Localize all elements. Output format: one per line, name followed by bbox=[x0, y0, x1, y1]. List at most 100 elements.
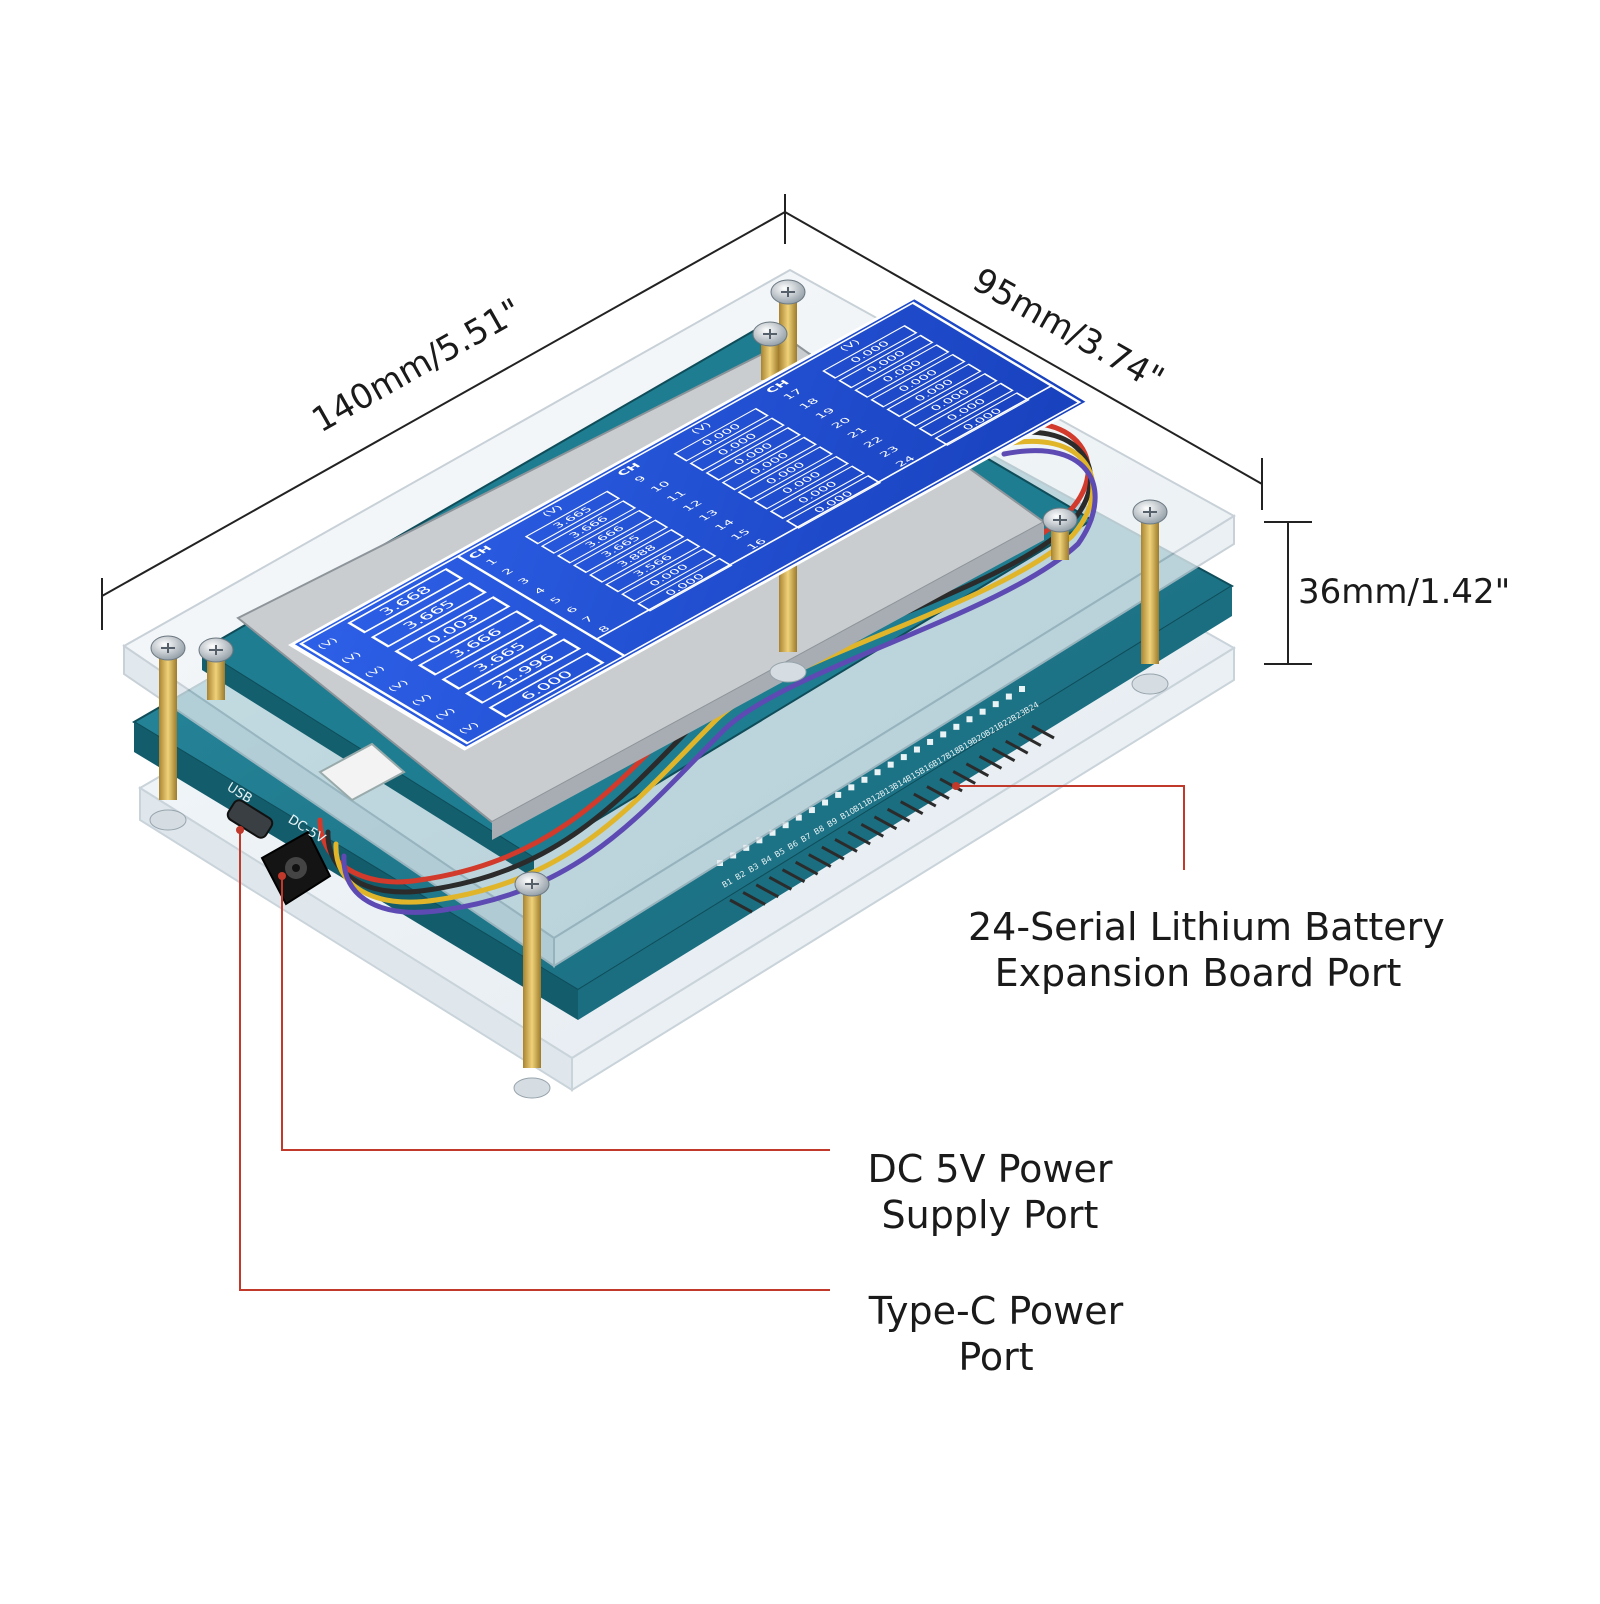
typec-port-label-line2: Port bbox=[958, 1335, 1034, 1379]
header-pad bbox=[822, 799, 829, 806]
typec-port-callout-dot bbox=[236, 826, 244, 834]
foot-washer bbox=[149, 809, 187, 831]
channel-number: 4 bbox=[531, 585, 549, 596]
header-pin bbox=[768, 875, 793, 891]
height-dimension-label: 36mm/1.42" bbox=[1298, 572, 1511, 612]
dc-port-callout-dot bbox=[278, 872, 286, 880]
expansion-port-callout-line bbox=[956, 785, 1185, 870]
summary-unit: (V) bbox=[456, 721, 482, 736]
channel-number: 14 bbox=[711, 517, 738, 533]
dc-port-label: DC 5V Power Supply Port bbox=[840, 1146, 1140, 1238]
standoff bbox=[149, 635, 187, 831]
channel-number: 18 bbox=[796, 396, 822, 411]
header-pin bbox=[860, 823, 885, 838]
channel-number: 9 bbox=[631, 474, 650, 485]
header-pad bbox=[743, 844, 750, 851]
header-pin bbox=[926, 785, 950, 800]
channel-number: 3 bbox=[514, 576, 533, 587]
header-pin bbox=[821, 845, 845, 861]
foot-washer bbox=[1131, 673, 1169, 695]
header-pad bbox=[874, 769, 881, 776]
foot-washer bbox=[769, 661, 807, 683]
standoff bbox=[752, 321, 788, 380]
standoff bbox=[1042, 507, 1078, 560]
summary-unit: (V) bbox=[315, 636, 341, 652]
header-pad bbox=[953, 723, 960, 730]
channel-number: 13 bbox=[695, 508, 722, 523]
typec-port-callout-line bbox=[239, 830, 830, 1291]
header-pad bbox=[756, 837, 763, 844]
header-pin bbox=[847, 830, 871, 846]
channel-number: 17 bbox=[780, 386, 806, 402]
header-pad bbox=[835, 791, 842, 798]
header-pin bbox=[834, 838, 858, 853]
header-pad bbox=[782, 822, 789, 829]
header-pad bbox=[992, 701, 999, 708]
channel-number: 15 bbox=[727, 527, 754, 542]
channel-number: 22 bbox=[860, 434, 886, 450]
channel-number: 23 bbox=[876, 444, 902, 459]
header-pin bbox=[899, 800, 924, 815]
dc-port-label-line1: DC 5V Power bbox=[867, 1147, 1113, 1191]
channel-number: 20 bbox=[828, 415, 854, 431]
dimension-lines bbox=[101, 194, 1312, 665]
header-pin bbox=[965, 762, 990, 778]
header-pad bbox=[966, 716, 973, 723]
header-pad bbox=[887, 761, 894, 768]
header-pin bbox=[978, 754, 1003, 770]
dc-port-callout-line bbox=[281, 876, 830, 1151]
header-pin bbox=[742, 891, 766, 906]
header-pin bbox=[991, 747, 1016, 763]
header-pad bbox=[795, 814, 802, 821]
header-pad bbox=[900, 754, 907, 761]
summary-unit: (V) bbox=[338, 650, 365, 666]
width-dimension-line bbox=[784, 211, 1263, 485]
length-dimension-line bbox=[101, 211, 786, 597]
header-pin bbox=[794, 860, 819, 876]
header-pad bbox=[808, 807, 815, 814]
typec-port-label: Type-C Power Port bbox=[846, 1288, 1146, 1380]
header-pad bbox=[769, 829, 776, 836]
header-pad bbox=[979, 708, 986, 715]
channel-number: 11 bbox=[663, 488, 690, 504]
header-pin bbox=[1018, 732, 1042, 747]
summary-unit: (V) bbox=[432, 706, 459, 722]
standoff bbox=[1131, 499, 1169, 695]
callout-lines bbox=[236, 782, 1185, 1291]
header-pad bbox=[927, 738, 934, 745]
summary-unit: (V) bbox=[362, 664, 388, 680]
header-pad bbox=[913, 746, 920, 753]
channel-number: 2 bbox=[498, 566, 517, 577]
ribbon-connector bbox=[318, 742, 406, 802]
channel-number: 21 bbox=[844, 425, 870, 440]
standoff bbox=[198, 637, 234, 700]
channel-number: 1 bbox=[482, 556, 501, 567]
header-pad bbox=[861, 776, 868, 783]
channel-number: 6 bbox=[563, 604, 581, 615]
header-pin bbox=[1031, 724, 1055, 740]
header-pin bbox=[873, 815, 898, 831]
header-pin bbox=[755, 883, 779, 899]
standoff bbox=[513, 871, 551, 1099]
typec-port-label-line1: Type-C Power bbox=[868, 1289, 1124, 1333]
header-pin bbox=[1005, 739, 1029, 755]
expansion-port-callout-dot bbox=[952, 782, 960, 790]
expansion-port-label-line1: 24-Serial Lithium Battery bbox=[968, 905, 1445, 949]
expansion-port-label: 24-Serial Lithium Battery Expansion Boar… bbox=[968, 904, 1445, 996]
foot-washer bbox=[513, 1077, 551, 1099]
channel-number: 5 bbox=[547, 595, 565, 606]
header-pin bbox=[913, 792, 937, 808]
expansion-port-label-line2: Expansion Board Port bbox=[994, 951, 1402, 995]
dc-barrel-jack bbox=[260, 830, 332, 906]
summary-unit: (V) bbox=[385, 678, 412, 694]
header-pad bbox=[848, 784, 855, 791]
header-pin bbox=[952, 770, 976, 785]
dc-port-label-line2: Supply Port bbox=[881, 1193, 1099, 1237]
header-pin bbox=[781, 868, 806, 884]
channel-number: 19 bbox=[812, 406, 838, 421]
channel-number: 10 bbox=[647, 479, 673, 494]
header-pad bbox=[1019, 686, 1025, 692]
usb-c-port bbox=[226, 799, 274, 839]
header-pin bbox=[808, 853, 832, 868]
